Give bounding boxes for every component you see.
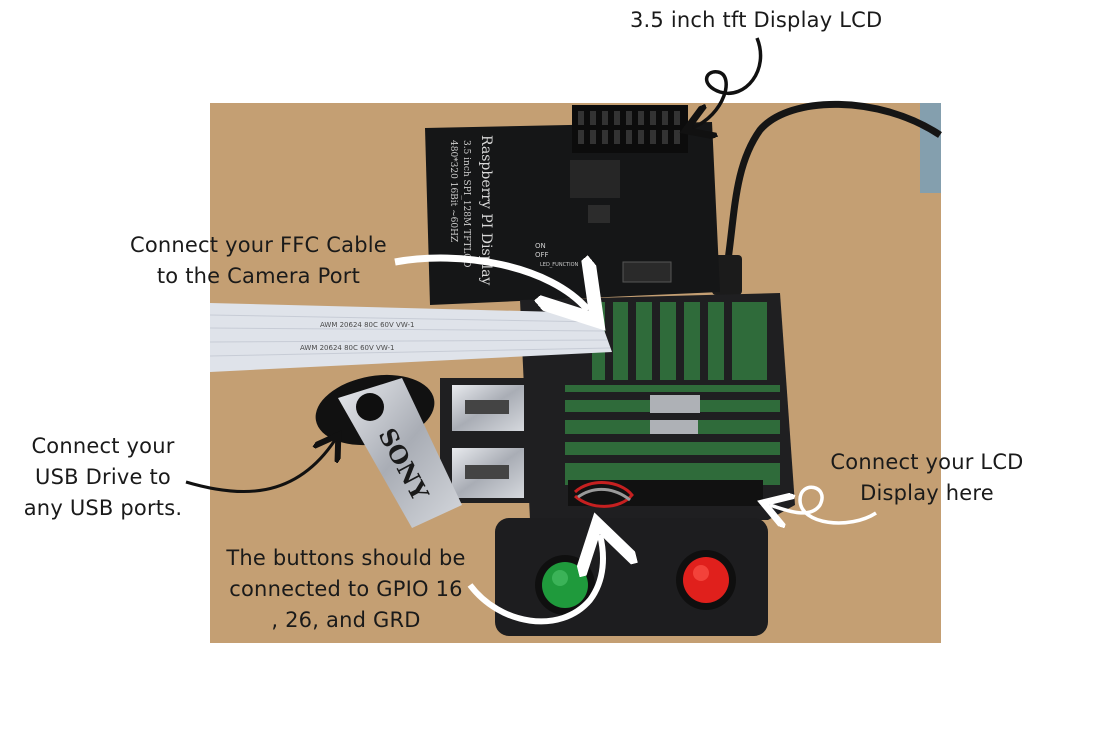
label-connect-lcd-line-2: Display here — [860, 481, 994, 505]
arrow-to-usb-port — [185, 440, 335, 494]
lcd-on-label: ON — [535, 242, 546, 250]
label-buttons-gpio: The buttons should be connected to GPIO … — [216, 543, 476, 636]
label-connect-lcd-line-1: Connect your LCD — [830, 450, 1024, 474]
lcd-display-board: Raspberry PI Display 3.5 inch SPI_128M T… — [425, 105, 720, 305]
arrow-to-lcd — [692, 37, 763, 128]
red-button — [683, 557, 729, 603]
label-ffc-cable: Connect your FFC Cable to the Camera Por… — [130, 230, 387, 292]
power-cable — [724, 100, 942, 261]
lcd-off-label: OFF — [535, 251, 549, 259]
lcd-led-label: LED_FUNCTION — [540, 262, 579, 268]
label-ffc-line-1: Connect your FFC Cable — [130, 233, 387, 257]
label-buttons-line-1: The buttons should be — [226, 546, 466, 570]
label-usb-drive: Connect your USB Drive to any USB ports. — [14, 431, 192, 524]
label-ffc-line-2: to the Camera Port — [156, 264, 361, 288]
lcd-board-text-3: 480*320 16Bit ~60HZ — [448, 140, 458, 242]
label-buttons-line-2: connected to GPIO 16 — [229, 577, 463, 601]
green-button — [542, 562, 588, 608]
label-lcd-display: 3.5 inch tft Display LCD — [630, 5, 882, 36]
usb-ports — [440, 378, 540, 503]
arrow-to-button-wires — [467, 535, 603, 625]
cable-print-2: AWM 20624 80C 60V VW-1 — [300, 344, 394, 352]
label-buttons-line-3: , 26, and GRD — [271, 608, 421, 632]
lcd-board-text-2: 3.5 inch SPI_128M TFTLCD — [461, 140, 471, 267]
cable-print-1: AWM 20624 80C 60V VW-1 — [320, 321, 414, 329]
arrow-to-camera-port — [394, 254, 588, 310]
label-usb-line-1: Connect your — [31, 434, 175, 458]
label-lcd-display-text: 3.5 inch tft Display LCD — [630, 8, 883, 32]
lcd-board-text-1: Raspberry PI Display — [478, 135, 494, 285]
arrow-to-gpio-header — [770, 485, 877, 523]
usb-drive: SONY — [315, 374, 462, 528]
label-usb-line-2: USB Drive to — [35, 465, 171, 489]
label-usb-line-3: any USB ports. — [23, 496, 183, 520]
label-connect-lcd: Connect your LCD Display here — [822, 447, 1032, 509]
